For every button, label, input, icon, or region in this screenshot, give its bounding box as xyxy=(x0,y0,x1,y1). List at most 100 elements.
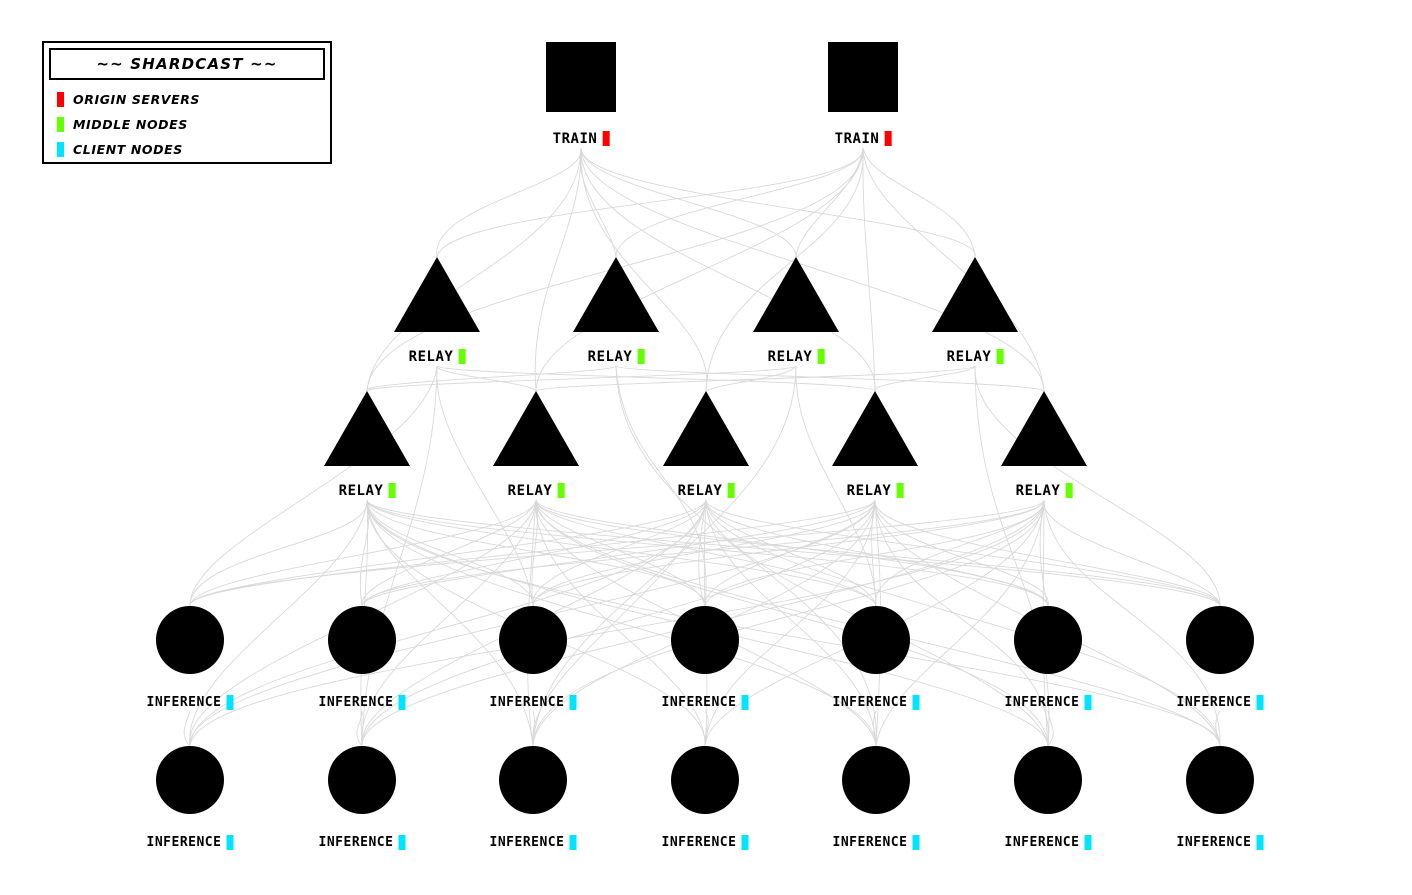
legend-title-box: ~~ SHARDCAST ~~ xyxy=(49,48,325,80)
client-status-dot-icon xyxy=(226,835,234,850)
node-label-relay1-2: RELAY xyxy=(768,349,825,364)
client-status-dot-icon xyxy=(1084,835,1092,850)
node-label-relay2-1: RELAY xyxy=(508,483,565,498)
middle-status-dot-icon xyxy=(817,349,825,364)
node-label-text: INFERENCE xyxy=(318,835,394,850)
circle-node-icon xyxy=(156,606,224,674)
legend-item-label: MIDDLE NODES xyxy=(73,117,188,132)
legend-title: ~~ SHARDCAST ~~ xyxy=(96,55,278,73)
node-label-relay1-0: RELAY xyxy=(409,349,466,364)
node-label-relay1-1: RELAY xyxy=(588,349,645,364)
circle-node-icon xyxy=(671,746,739,814)
client-status-dot-icon xyxy=(398,835,406,850)
node-label-text: RELAY xyxy=(767,348,813,365)
node-label-text: INFERENCE xyxy=(1176,835,1252,850)
client-status-dot-icon xyxy=(569,835,577,850)
circle-node-icon xyxy=(328,746,396,814)
triangle-node-icon xyxy=(753,257,839,332)
node-label-inference1-4: INFERENCE xyxy=(833,695,920,710)
client-status-dot-icon xyxy=(912,835,920,850)
node-label-text: INFERENCE xyxy=(146,695,222,710)
node-label-text: INFERENCE xyxy=(1004,695,1080,710)
node-label-inference2-5: INFERENCE xyxy=(1005,835,1092,850)
circle-node-icon xyxy=(499,746,567,814)
client-status-dot-icon xyxy=(226,695,234,710)
node-label-text: RELAY xyxy=(507,482,553,499)
circle-node-icon xyxy=(1186,606,1254,674)
node-label-text: TRAIN xyxy=(834,130,880,147)
node-label-train-1: TRAIN xyxy=(835,131,892,146)
client-status-dot-icon xyxy=(1256,695,1264,710)
node-label-text: INFERENCE xyxy=(489,695,565,710)
node-label-relay1-3: RELAY xyxy=(947,349,1004,364)
middle-status-dot-icon xyxy=(458,349,466,364)
node-label-text: RELAY xyxy=(946,348,992,365)
node-label-text: RELAY xyxy=(1015,482,1061,499)
middle-swatch-icon xyxy=(57,117,64,132)
node-label-text: RELAY xyxy=(338,482,384,499)
legend-item-label: ORIGIN SERVERS xyxy=(73,92,201,107)
client-status-dot-icon xyxy=(741,695,749,710)
node-label-text: INFERENCE xyxy=(832,695,908,710)
node-label-text: RELAY xyxy=(587,348,633,365)
node-label-inference2-0: INFERENCE xyxy=(147,835,234,850)
node-label-inference1-6: INFERENCE xyxy=(1177,695,1264,710)
origin-status-dot-icon xyxy=(884,131,892,146)
legend-item-origin: ORIGIN SERVERS xyxy=(44,87,330,112)
node-label-inference1-2: INFERENCE xyxy=(490,695,577,710)
node-label-inference2-6: INFERENCE xyxy=(1177,835,1264,850)
origin-swatch-icon xyxy=(57,92,64,107)
node-label-text: RELAY xyxy=(408,348,454,365)
node-label-inference2-3: INFERENCE xyxy=(662,835,749,850)
node-label-train-0: TRAIN xyxy=(553,131,610,146)
circle-node-icon xyxy=(156,746,224,814)
triangle-node-icon xyxy=(932,257,1018,332)
triangle-node-icon xyxy=(324,391,410,466)
node-label-text: INFERENCE xyxy=(832,835,908,850)
square-node-icon xyxy=(828,42,898,112)
node-label-text: INFERENCE xyxy=(661,695,737,710)
node-label-text: TRAIN xyxy=(552,130,598,147)
client-status-dot-icon xyxy=(398,695,406,710)
node-label-inference1-3: INFERENCE xyxy=(662,695,749,710)
circle-node-icon xyxy=(842,746,910,814)
node-label-text: INFERENCE xyxy=(318,695,394,710)
circle-node-icon xyxy=(499,606,567,674)
node-label-text: INFERENCE xyxy=(1004,835,1080,850)
client-status-dot-icon xyxy=(1256,835,1264,850)
node-label-inference1-5: INFERENCE xyxy=(1005,695,1092,710)
legend-item-client: CLIENT NODES xyxy=(44,137,330,162)
circle-node-icon xyxy=(1186,746,1254,814)
node-label-relay2-2: RELAY xyxy=(678,483,735,498)
triangle-node-icon xyxy=(663,391,749,466)
node-label-text: INFERENCE xyxy=(661,835,737,850)
square-node-icon xyxy=(546,42,616,112)
node-label-relay2-4: RELAY xyxy=(1016,483,1073,498)
middle-status-dot-icon xyxy=(896,483,904,498)
legend-item-middle: MIDDLE NODES xyxy=(44,112,330,137)
middle-status-dot-icon xyxy=(727,483,735,498)
node-label-relay2-0: RELAY xyxy=(339,483,396,498)
node-label-inference2-1: INFERENCE xyxy=(319,835,406,850)
origin-status-dot-icon xyxy=(602,131,610,146)
node-label-text: INFERENCE xyxy=(489,835,565,850)
legend-item-label: CLIENT NODES xyxy=(73,142,183,157)
circle-node-icon xyxy=(328,606,396,674)
node-label-text: RELAY xyxy=(677,482,723,499)
client-status-dot-icon xyxy=(1084,695,1092,710)
circle-node-icon xyxy=(842,606,910,674)
node-label-text: INFERENCE xyxy=(1176,695,1252,710)
triangle-node-icon xyxy=(1001,391,1087,466)
triangle-node-icon xyxy=(573,257,659,332)
node-label-text: INFERENCE xyxy=(146,835,222,850)
node-label-inference1-0: INFERENCE xyxy=(147,695,234,710)
node-label-inference2-4: INFERENCE xyxy=(833,835,920,850)
circle-node-icon xyxy=(671,606,739,674)
middle-status-dot-icon xyxy=(996,349,1004,364)
middle-status-dot-icon xyxy=(388,483,396,498)
triangle-node-icon xyxy=(832,391,918,466)
node-label-inference2-2: INFERENCE xyxy=(490,835,577,850)
circle-node-icon xyxy=(1014,606,1082,674)
